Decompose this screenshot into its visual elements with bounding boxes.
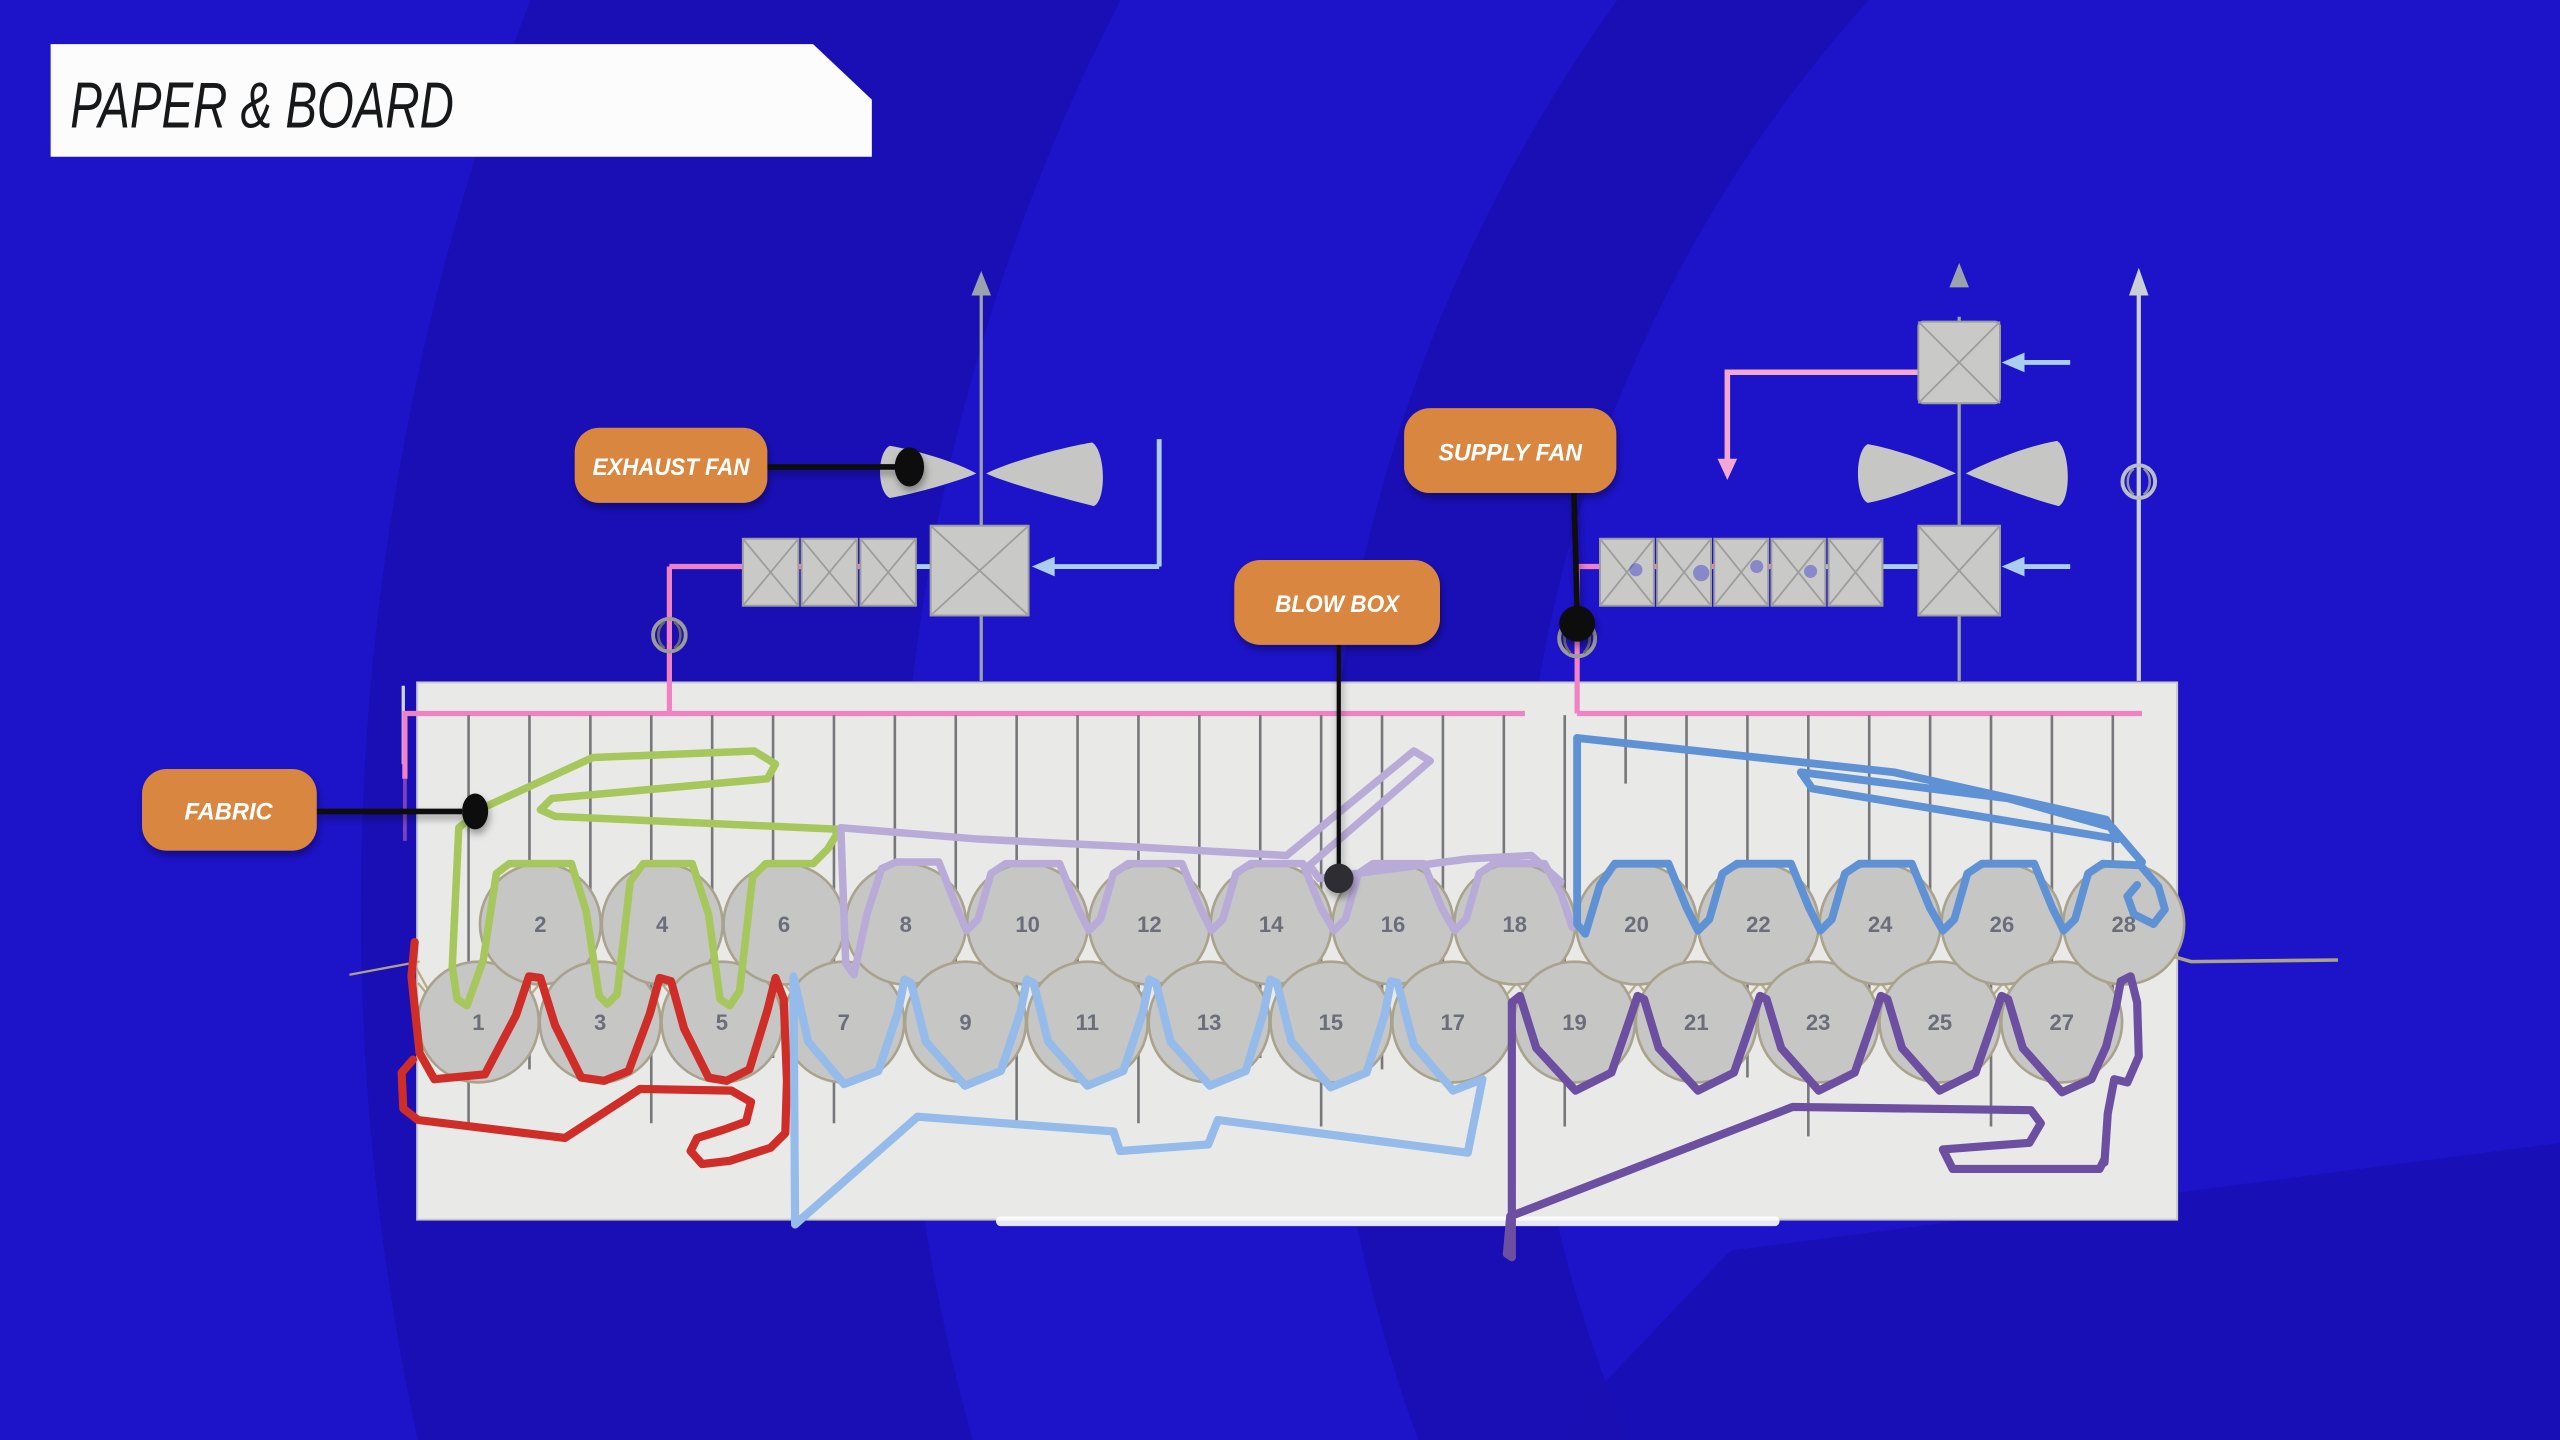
web-light-blue	[789, 972, 1487, 1229]
supply-pink-arrow-icon	[1717, 458, 1738, 480]
fabric-label-bg	[142, 768, 317, 851]
cylinder-number: 20	[1624, 912, 1649, 937]
cylinder-number: 2	[534, 912, 546, 937]
exhaust-fan-label-text: EXHAUST FAN	[593, 454, 751, 481]
web-purple-wrap	[1507, 972, 2143, 1262]
cylinder-number: 3	[594, 1010, 606, 1035]
exhaust-inlet-arrow-icon	[1031, 556, 1055, 577]
right-duct-arrow-icon	[2128, 267, 2149, 296]
title-banner: PAPER & BOARD	[50, 44, 872, 157]
heat-recovery-cross-lines	[742, 525, 1030, 617]
blow-box-label-bg	[1234, 560, 1440, 645]
fabric-green-band	[471, 747, 845, 834]
supply-fan-label-text: SUPPLY FAN	[1438, 439, 1583, 466]
cylinder-number: 7	[838, 1010, 850, 1035]
supply-fan-pointer-dot	[1559, 605, 1596, 642]
fabric-green-wrap	[448, 810, 845, 1010]
cylinder-number: 14	[1259, 912, 1284, 937]
right-exhaust-duct	[2120, 267, 2158, 681]
exhaust-fan-label[interactable]: EXHAUST FAN	[574, 427, 925, 503]
cylinder-number: 9	[959, 1010, 971, 1035]
supply-fan-icon	[1857, 440, 2068, 507]
fabric-lavender-band	[837, 747, 1565, 886]
page-title: PAPER & BOARD	[70, 68, 454, 141]
cylinder-number: 4	[656, 912, 669, 937]
supply-cross-lines	[1599, 320, 2001, 617]
supply-fan-label[interactable]: SUPPLY FAN	[1404, 408, 1617, 642]
supply-lower-inlet-arrow-icon	[2001, 556, 2025, 577]
cylinder-number: 8	[900, 912, 912, 937]
cylinder-number: 13	[1197, 1010, 1222, 1035]
fabric-label[interactable]: FABRIC	[142, 768, 489, 851]
fabric-lavender-wrap	[837, 824, 1576, 979]
hood-bottom-highlight	[995, 1216, 1780, 1227]
exhaust-fan-label-bg	[574, 427, 768, 503]
supply-stack-arrow-icon	[1949, 262, 1969, 288]
fabric-label-text: FABRIC	[184, 799, 272, 826]
exhaust-fan-pointer-dot	[894, 447, 925, 487]
cylinder-number: 22	[1746, 912, 1771, 937]
supply-fan-assembly: SUPPLY FAN	[1404, 262, 2158, 681]
supply-pink-pipe	[1724, 369, 1919, 464]
cylinder-number: 12	[1137, 912, 1162, 937]
exhaust-damper-icon	[651, 616, 688, 654]
right-damper-vanes	[2126, 467, 2152, 496]
exhaust-stack-arrow-icon	[971, 271, 992, 296]
cylinder-number: 16	[1381, 912, 1406, 937]
fabric-pointer-dot	[462, 793, 489, 830]
cylinder-number: 5	[716, 1010, 728, 1035]
cylinder-number: 15	[1319, 1010, 1344, 1035]
cylinder-number: 25	[1928, 1010, 1953, 1035]
cylinder-number: 24	[1868, 912, 1893, 937]
right-damper-icon	[2120, 463, 2158, 500]
title-banner-shape	[50, 44, 872, 157]
felt-entry-line	[349, 960, 420, 976]
web-runs	[397, 734, 2169, 1262]
cylinder-number: 1	[472, 1010, 484, 1035]
cylinder-number: 27	[2049, 1010, 2074, 1035]
background-corner-band	[1549, 1142, 2560, 1440]
blow-box-pointer-dot	[1324, 863, 1354, 894]
cylinder-number: 6	[778, 912, 790, 937]
cylinder-number: 11	[1076, 1010, 1099, 1035]
cylinder-number: 10	[1015, 912, 1040, 937]
blow-box-label[interactable]: BLOW BOX	[1234, 560, 1440, 894]
cylinder-number: 26	[1990, 912, 2015, 937]
cylinder-number: 23	[1806, 1010, 1831, 1035]
cylinder-number: 18	[1503, 912, 1528, 937]
cylinder-number: 17	[1440, 1010, 1465, 1035]
web-red	[397, 937, 792, 1169]
supply-fan-label-bg	[1404, 408, 1617, 494]
cylinder-number: 21	[1684, 1010, 1709, 1035]
fabric-blue-band	[1573, 734, 2146, 866]
fabric-blue-wrap	[1573, 734, 2169, 938]
supply-top-inlet-arrow-icon	[2001, 352, 2025, 373]
exhaust-fan-assembly: EXHAUST FAN	[574, 271, 1162, 681]
web-purple-return	[1502, 1102, 2109, 1262]
cylinder-number: 19	[1562, 1010, 1587, 1035]
box-artifacts	[1629, 560, 1818, 582]
supply-fan-pointer-line	[1571, 489, 1580, 611]
blow-box-label-text: BLOW BOX	[1275, 591, 1401, 618]
header-left-run	[402, 710, 1525, 779]
